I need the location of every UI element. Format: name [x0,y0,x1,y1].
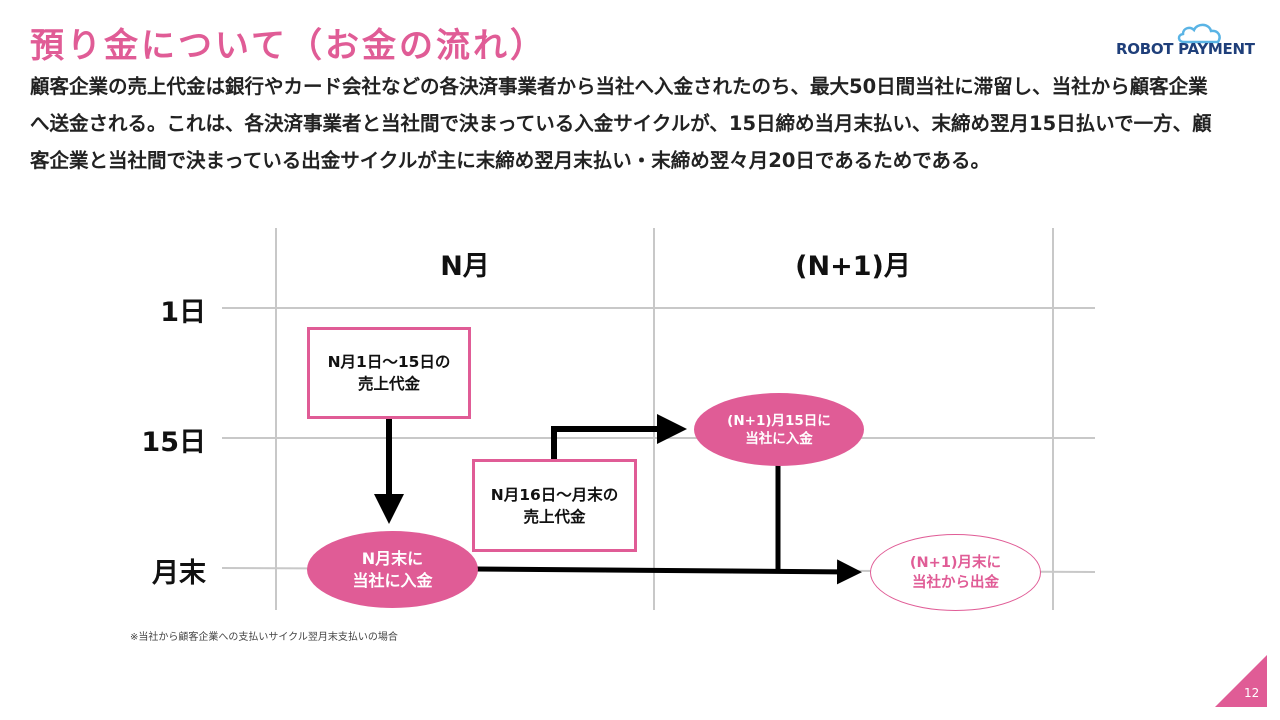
page-number: 12 [1244,686,1260,700]
row-header-1: 1日 [160,297,206,328]
column-header-n1: (N+1)月 [795,251,911,282]
withdrawal-ellipse: (N+1)月末に 当社から出金 [870,534,1041,611]
column-header-n: N月 [440,251,490,282]
footnote: ※当社から顧客企業への支払いサイクル翌月末支払いの場合 [130,632,398,643]
company-logo: ROBOT PAYMENT [1116,22,1261,62]
deposit-ellipse-month-end: N月末に 当社に入金 [307,531,478,608]
sales-box-second-half: N月16日〜月末の 売上代金 [472,459,637,552]
sales-box-first-half: N月1日〜15日の 売上代金 [307,327,471,419]
description-text: 顧客企業の売上代金は銀行やカード会社などの各決済事業者から当社へ入金されたのち、… [30,75,1212,172]
cloud-icon [1177,23,1221,44]
page-title: 預り金について（お金の流れ） [30,26,547,66]
corner-triangle [1215,655,1267,707]
deposit-ellipse-15th: (N+1)月15日に 当社に入金 [694,393,864,466]
logo-text: ROBOT PAYMENT [1116,40,1255,58]
arrow-to-ellipse3 [475,559,862,585]
row-header-end: 月末 [152,558,206,589]
row-header-15: 15日 [141,427,206,458]
arrow-to-ellipse2 [551,414,687,460]
